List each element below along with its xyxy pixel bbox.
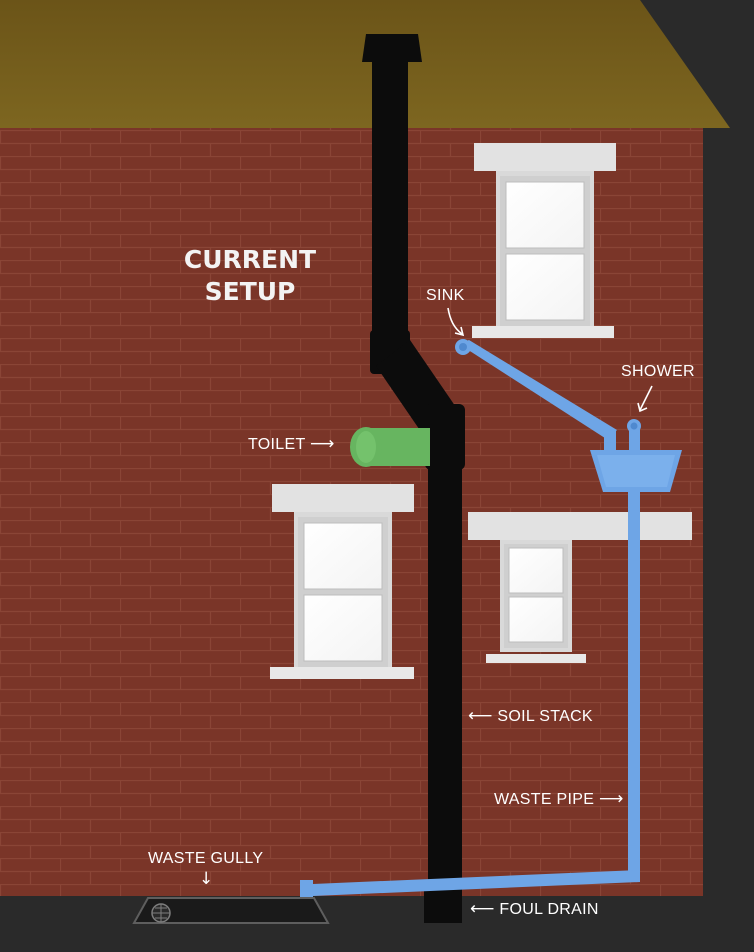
roof [0, 0, 730, 128]
shower-pointer-arrow-icon [637, 385, 653, 413]
diagram-title: CURRENT SETUP [160, 244, 340, 308]
label-waste-pipe-text: WASTE PIPE [494, 791, 595, 808]
window-lower-right [468, 512, 692, 663]
left-arrow-icon: ⟵ [470, 899, 495, 919]
label-sink: SINK [426, 287, 465, 305]
right-arrow-icon: ⟶ [309, 434, 335, 454]
label-shower: SHOWER [621, 363, 695, 381]
label-waste-pipe: WASTE PIPE ⟶ [494, 790, 624, 809]
title-line-2: SETUP [204, 277, 296, 306]
down-arrow-icon: ↓ [199, 869, 214, 889]
window-lower-left [270, 484, 414, 679]
label-toilet: TOILET ⟶ [248, 435, 335, 454]
left-arrow-icon: ⟵ [468, 706, 493, 726]
label-soil-stack-text: SOIL STACK [497, 708, 593, 725]
label-soil-stack: ⟵ SOIL STACK [468, 707, 593, 726]
label-waste-gully: WASTE GULLY [148, 850, 263, 868]
sink-pointer-arrow-icon [447, 307, 465, 337]
waste-pipe [300, 339, 682, 902]
right-arrow-icon: ⟶ [598, 789, 624, 809]
label-toilet-text: TOILET [248, 436, 306, 453]
label-foul-drain-text: FOUL DRAIN [499, 901, 599, 918]
soil-stack-pipe [362, 34, 465, 923]
label-shower-text: SHOWER [621, 363, 695, 380]
foul-drain-pipe [424, 888, 462, 923]
window-upper [472, 143, 616, 338]
title-line-1: CURRENT [183, 245, 317, 274]
label-sink-text: SINK [426, 287, 465, 304]
toilet-branch-pipe [350, 427, 430, 467]
label-waste-gully-text: WASTE GULLY [148, 850, 264, 867]
label-foul-drain: ⟵ FOUL DRAIN [470, 900, 599, 919]
waste-gully [132, 897, 330, 924]
